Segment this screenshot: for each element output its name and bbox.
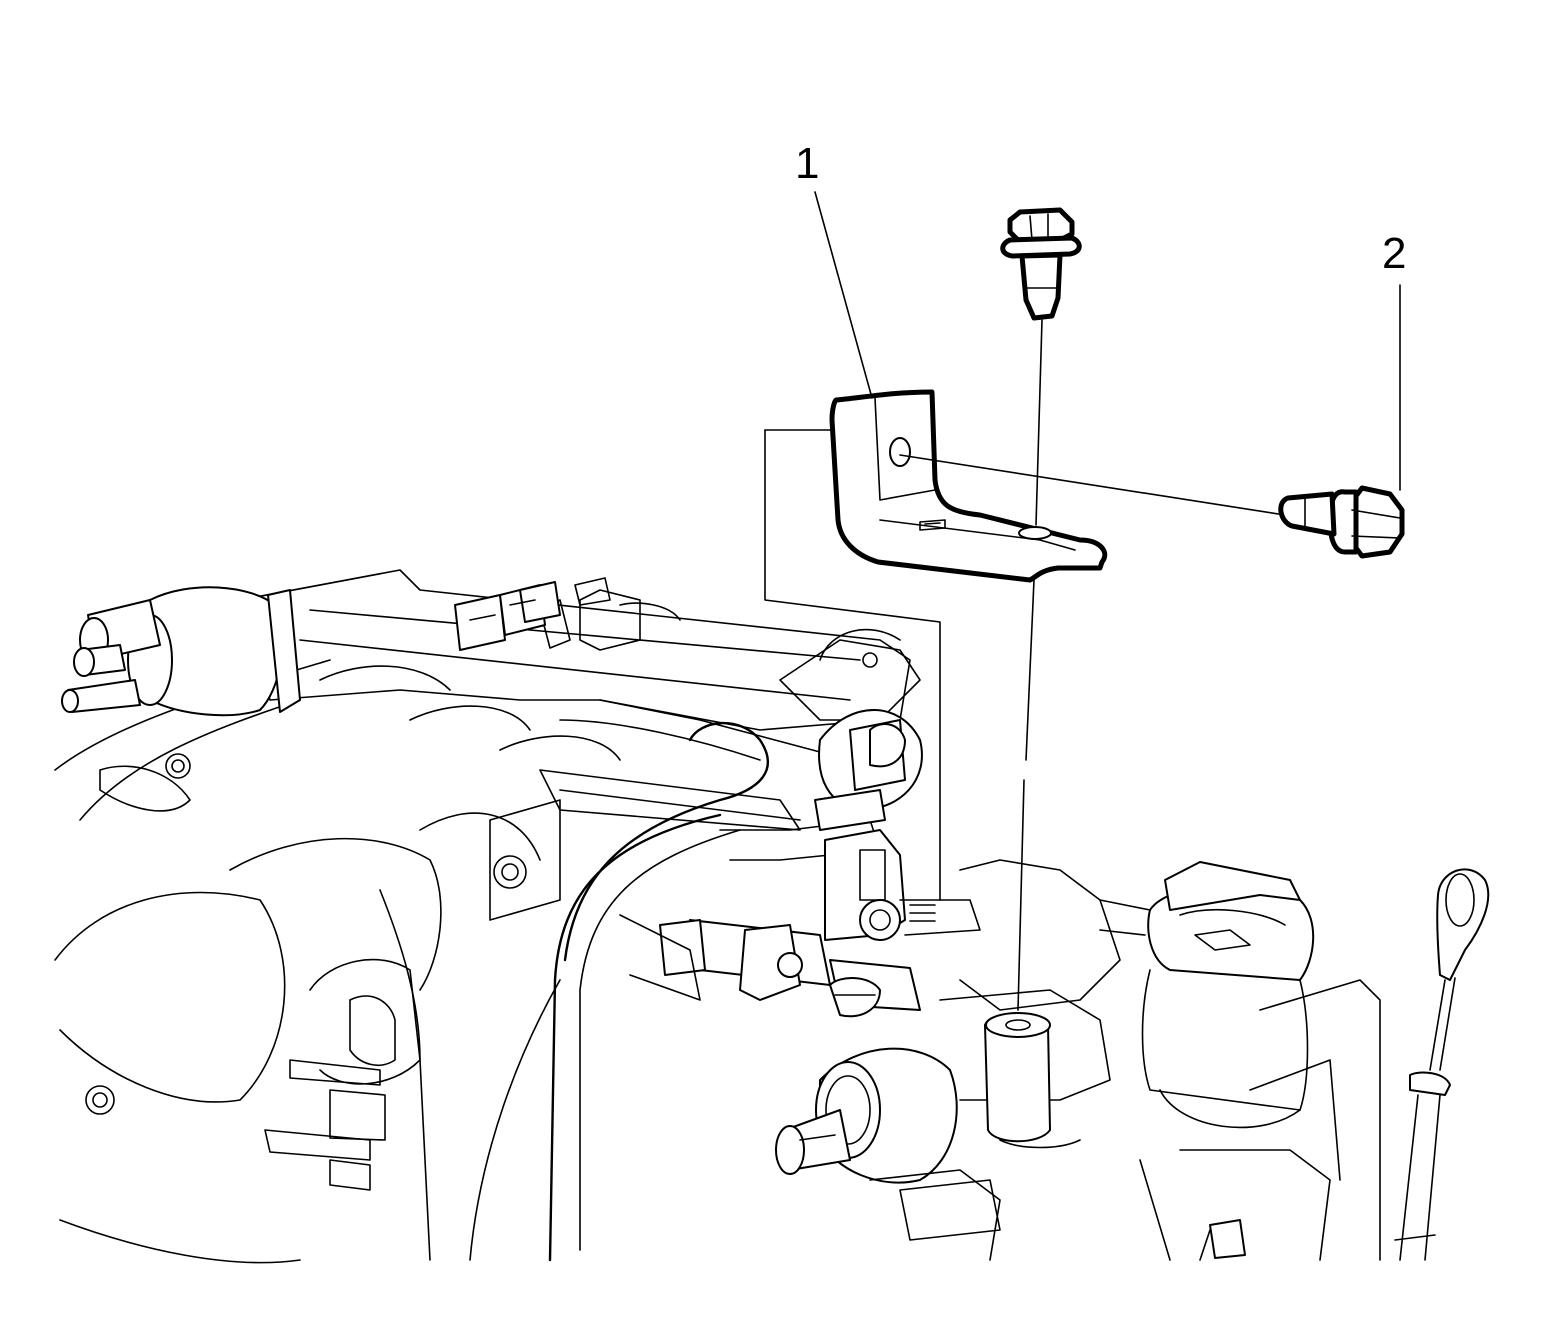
callout-label-2: 2 [1382,229,1407,278]
engine-block [54,659,561,1264]
ignition-coil-connector [775,1047,958,1184]
purge-valve [61,586,301,717]
harness-connectors [454,581,561,651]
callout-label-1: 1 [795,139,820,188]
oil-filler-cap [1099,861,1381,1261]
alignment-lines [899,319,1286,1011]
bracket [764,389,1108,901]
mounting-boss [869,859,1121,1261]
oil-dipstick [1394,868,1490,1261]
vertical-bolt [1000,207,1082,321]
sensor-assembly [814,709,981,941]
lower-connectors [619,914,921,1018]
horizontal-bolt [1278,485,1405,559]
leader-lines [814,191,1401,491]
